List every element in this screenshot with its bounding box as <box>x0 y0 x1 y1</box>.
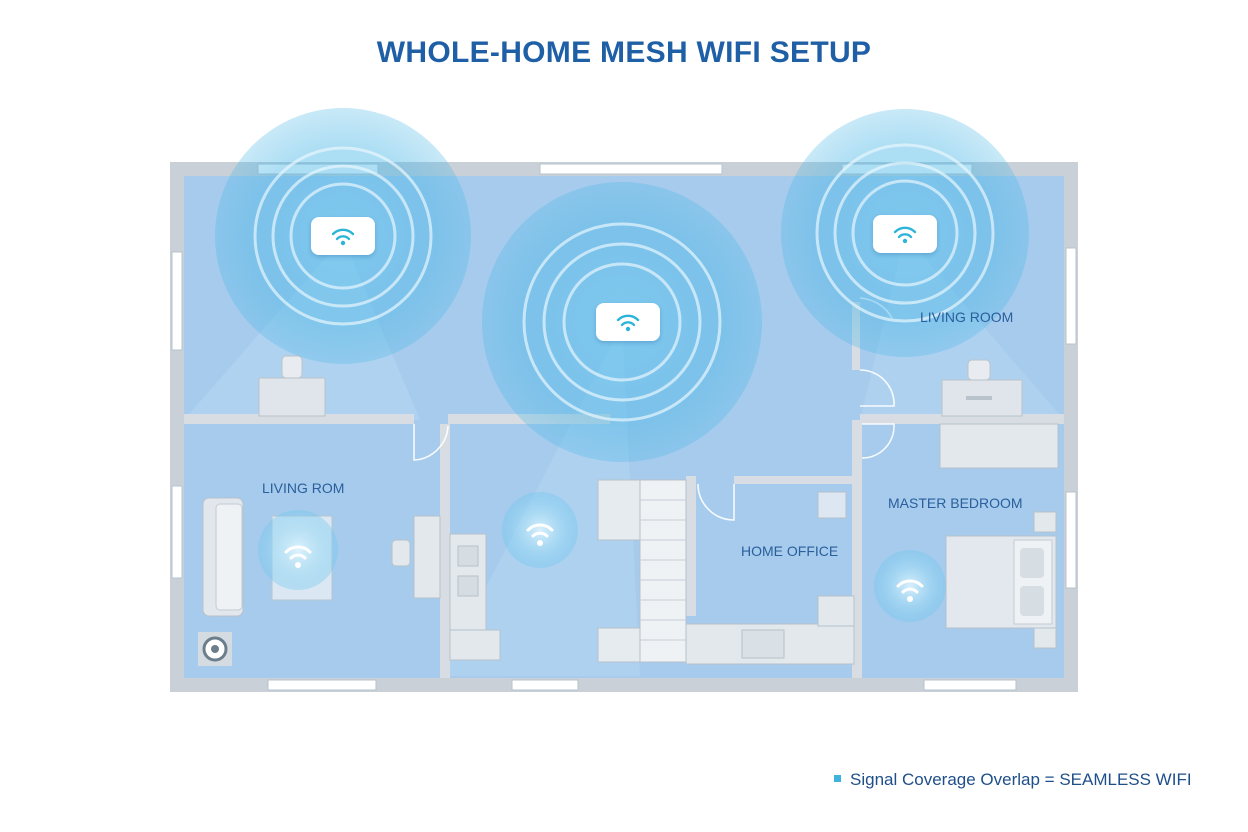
sofa <box>202 497 244 617</box>
wifi-icon <box>616 314 640 327</box>
desk-top-right <box>941 359 1023 417</box>
kitchen-counter <box>449 533 501 661</box>
room-label-living-room-right: LIVING ROOM <box>920 309 1014 325</box>
wifi-icon-dot <box>902 238 908 244</box>
stairs <box>597 479 687 663</box>
wifi-icon <box>284 545 312 560</box>
legend-text: Signal Coverage Overlap = SEAMLESS WIFI <box>850 770 1192 789</box>
nightstand <box>1033 627 1057 649</box>
wifi-icon-dot <box>340 240 346 246</box>
legend-swatch <box>834 775 841 783</box>
page-title: WHOLE-HOME MESH WIFI SETUP <box>376 36 872 69</box>
bed <box>945 535 1057 629</box>
room-label-master-bedroom: MASTER BEDROOM <box>888 495 1023 511</box>
office-desk <box>685 491 855 665</box>
wifi-icon-dot <box>537 540 543 546</box>
nightstand <box>1033 511 1057 533</box>
chair <box>391 539 411 567</box>
wifi-icon-dot <box>625 326 631 332</box>
wifi-icon-dot <box>295 562 301 568</box>
wifi-icon <box>526 523 554 538</box>
wifi-icon <box>896 579 924 594</box>
sideboard <box>413 515 441 599</box>
wifi-icon <box>331 228 355 241</box>
room-label-living-room-left: LIVING ROM <box>262 480 345 496</box>
legend: Signal Coverage Overlap = SEAMLESS WIFI <box>834 770 1192 790</box>
wifi-icon <box>893 226 917 239</box>
desk-top-left <box>258 355 326 417</box>
room-label-home-office: HOME OFFICE <box>741 543 839 559</box>
target-icon <box>198 632 232 666</box>
wifi-icon-dot <box>907 596 913 602</box>
wardrobe <box>939 423 1059 469</box>
satellite-coverage <box>258 492 946 622</box>
